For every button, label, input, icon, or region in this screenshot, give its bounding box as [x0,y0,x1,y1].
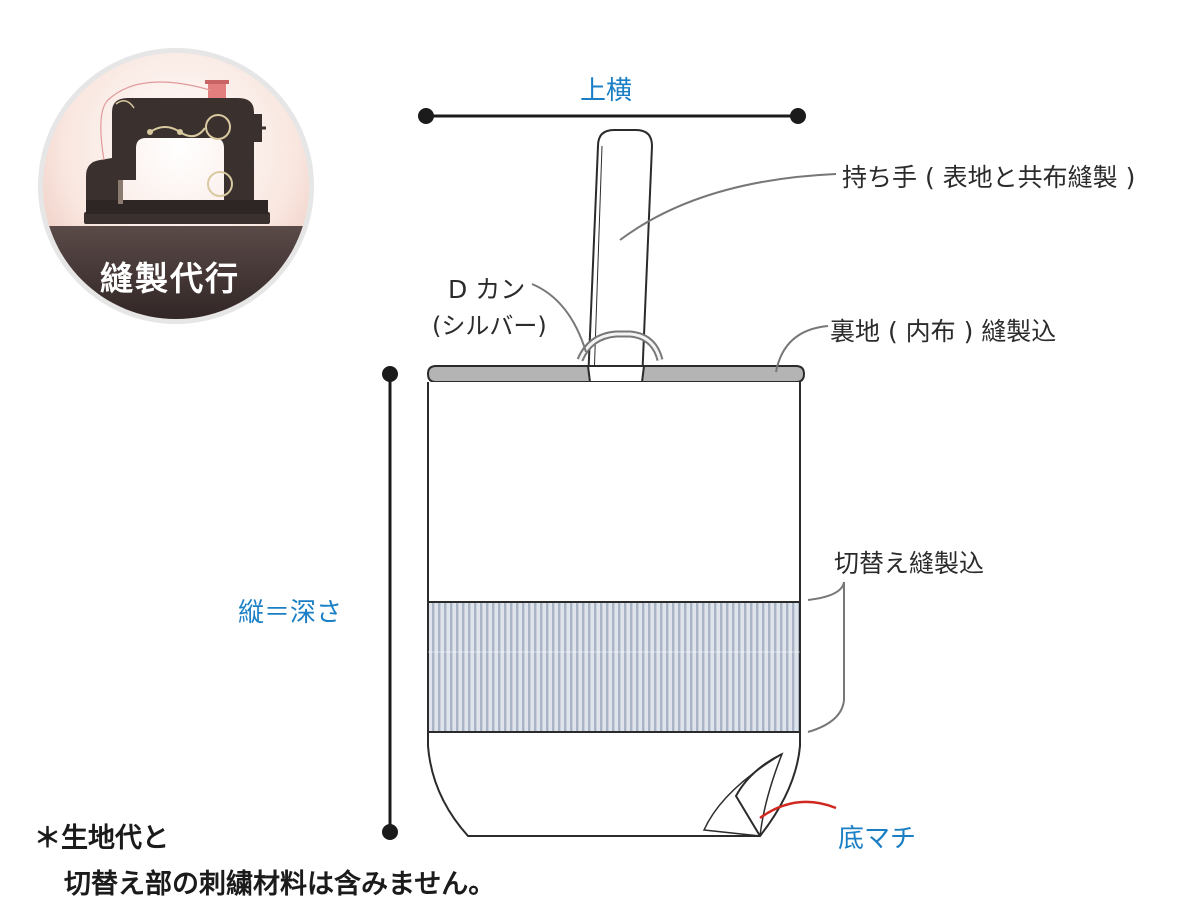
note-line2: 切替え部の刺繍材料は含みません。 [64,869,496,900]
lining-callout: 裏地 ( 内布 ) 縫製込 [830,317,1057,346]
width-dimension-line [418,108,806,124]
depth-dimension-line [382,366,398,840]
handle-callout: 持ち手 ( 表地と共布縫製 ) [842,163,1136,192]
gusset-label: 底マチ [838,824,917,854]
depth-label: 縦＝深さ [238,598,343,628]
d-ring-callout-line1: D カン [448,275,526,304]
lining-leader [775,325,829,373]
d-ring-leader [531,283,587,353]
badge-label: 縫製代行 [100,259,240,298]
d-ring-callout-line2: (シルバー) [432,312,547,340]
gusset-leader [759,800,837,820]
handle-leader [619,173,837,241]
bag-handle [586,129,654,383]
panel-callout: 切替え縫製込 [834,549,985,578]
note-line1: ＊生地代と [34,823,169,854]
bag-body [426,365,806,837]
d-ring [576,330,664,362]
panel-bracket [807,581,845,733]
sewing-machine-icon [84,80,270,224]
contrast-panel [427,601,801,733]
width-label: 上横 [580,76,633,106]
